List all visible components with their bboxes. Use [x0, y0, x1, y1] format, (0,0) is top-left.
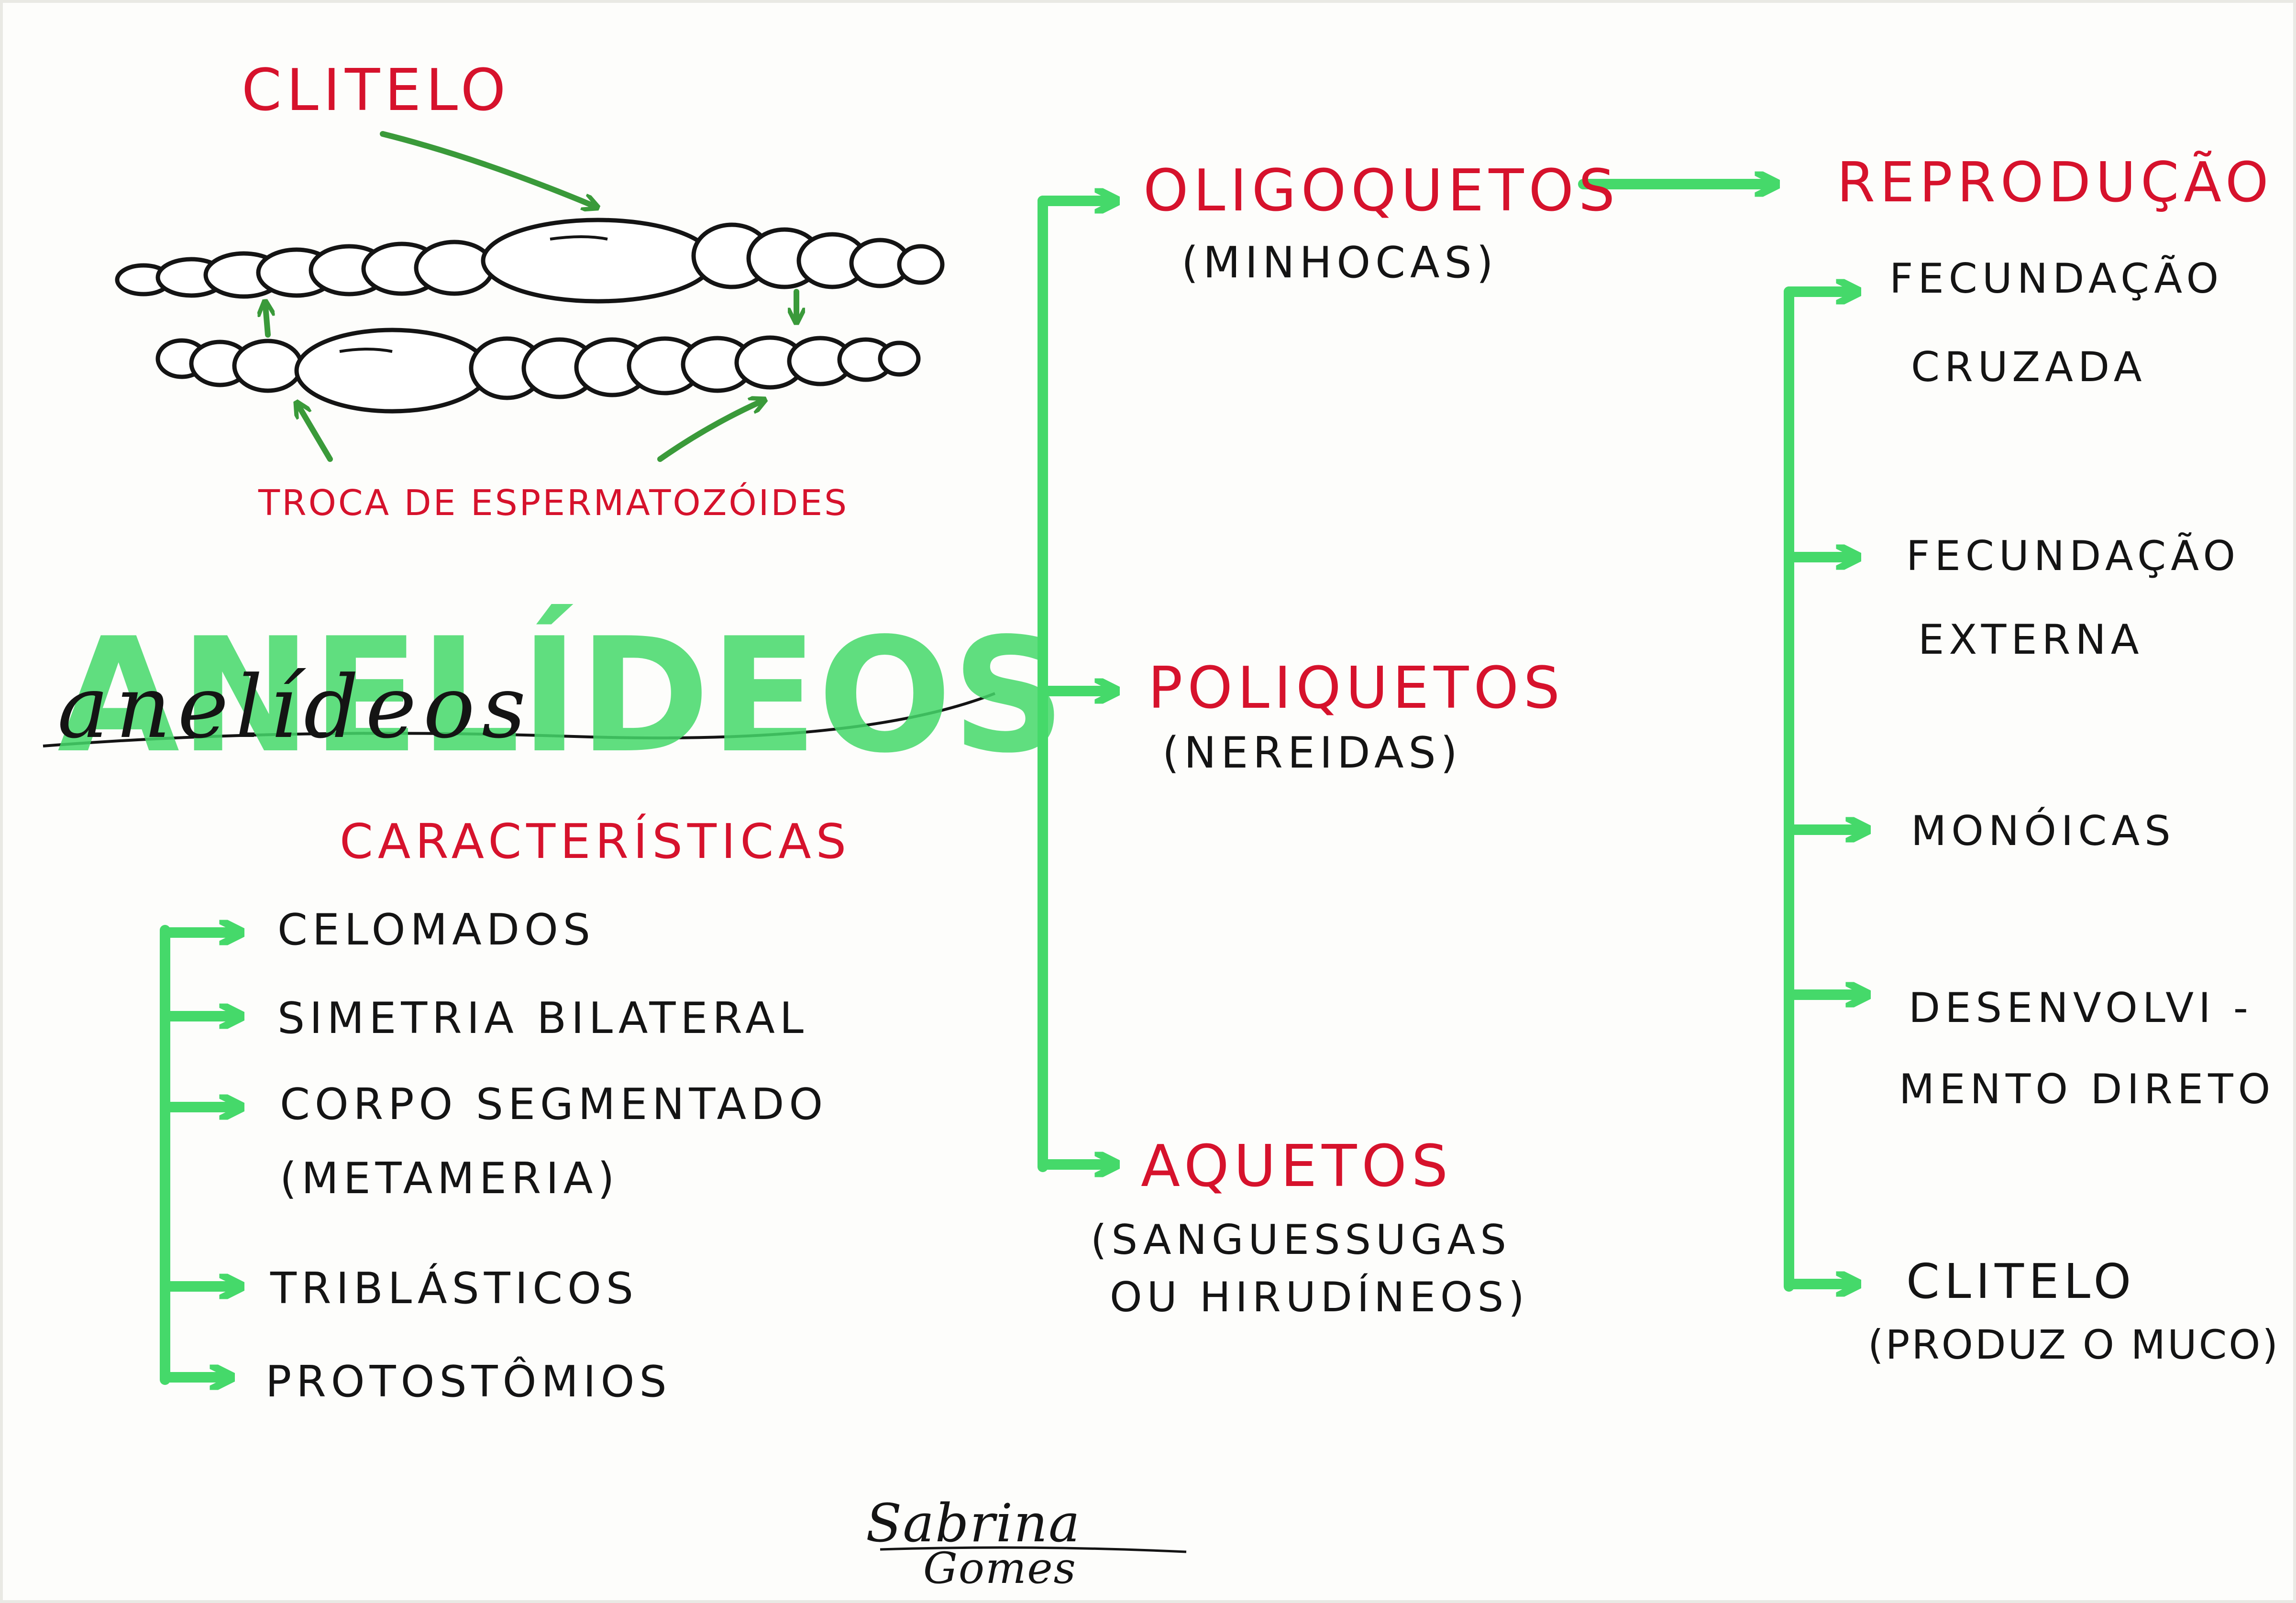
clitelo-label: CLITELO — [242, 57, 511, 124]
title-script-lettering: anelídeos — [57, 658, 533, 758]
class-oligoquetos: OLIGOQUETOS — [1143, 158, 1620, 224]
characteristic-celomados: CELOMADOS — [277, 905, 595, 955]
class-aquetos: AQUETOS — [1141, 1133, 1453, 1200]
reproduction-item-2-line1: FECUNDAÇÃO — [1906, 532, 2241, 580]
characteristic-metameria: (METAMERIA) — [280, 1153, 619, 1204]
reproduction-item-4-line1: DESENVOLVI - — [1909, 984, 2253, 1032]
reproduction-item-2-line2: EXTERNA — [1918, 616, 2144, 664]
signature-first-name: Sabrina — [866, 1493, 1081, 1554]
signature-underline — [880, 1546, 1187, 1553]
reproduction-bracket — [1784, 292, 1861, 1286]
class-poliquetos-note: (NEREIDAS) — [1162, 728, 1462, 778]
characteristics-bracket — [160, 930, 234, 1380]
class-aquetos-note2: OU HIRUDÍNEOS) — [1110, 1274, 1529, 1321]
reproduction-heading: REPRODUÇÃO — [1837, 151, 2274, 215]
reproduction-item-5-line2: (PRODUZ O MUCO) — [1868, 1321, 2280, 1368]
classes-bracket — [1038, 184, 1770, 1167]
earthworms-drawing — [115, 218, 945, 414]
class-aquetos-note: (SANGUESSUGAS — [1091, 1216, 1512, 1264]
class-oligoquetos-note: (MINHOCAS) — [1181, 238, 1498, 288]
reproduction-item-5-line1: CLITELO — [1906, 1253, 2136, 1309]
characteristic-simetria: SIMETRIA BILATERAL — [277, 993, 808, 1043]
title-script-flourish — [43, 692, 996, 747]
title-block-lettering: ANELÍDEOS — [57, 604, 1066, 788]
characteristic-triblasticos: TRIBLÁSTICOS — [270, 1263, 639, 1314]
characteristic-corpo: CORPO SEGMENTADO — [280, 1079, 828, 1130]
class-poliquetos: POLIQUETOS — [1148, 655, 1565, 722]
reproduction-item-1-line2: CRUZADA — [1911, 343, 2147, 391]
characteristics-heading: CARACTERÍSTICAS — [340, 813, 851, 869]
reproduction-item-4-line2: MENTO DIRETO — [1899, 1065, 2275, 1113]
reproduction-item-3-line1: MONÓICAS — [1911, 807, 2175, 855]
worm-arrows — [265, 131, 796, 462]
characteristic-protostomios: PROTOSTÔMIOS — [265, 1357, 672, 1407]
reproduction-item-1-line1: FECUNDAÇÃO — [1889, 255, 2224, 303]
sperm-exchange-label: TROCA DE ESPERMATOZÓIDES — [258, 483, 849, 524]
signature-last-name: Gomes — [923, 1543, 1077, 1593]
